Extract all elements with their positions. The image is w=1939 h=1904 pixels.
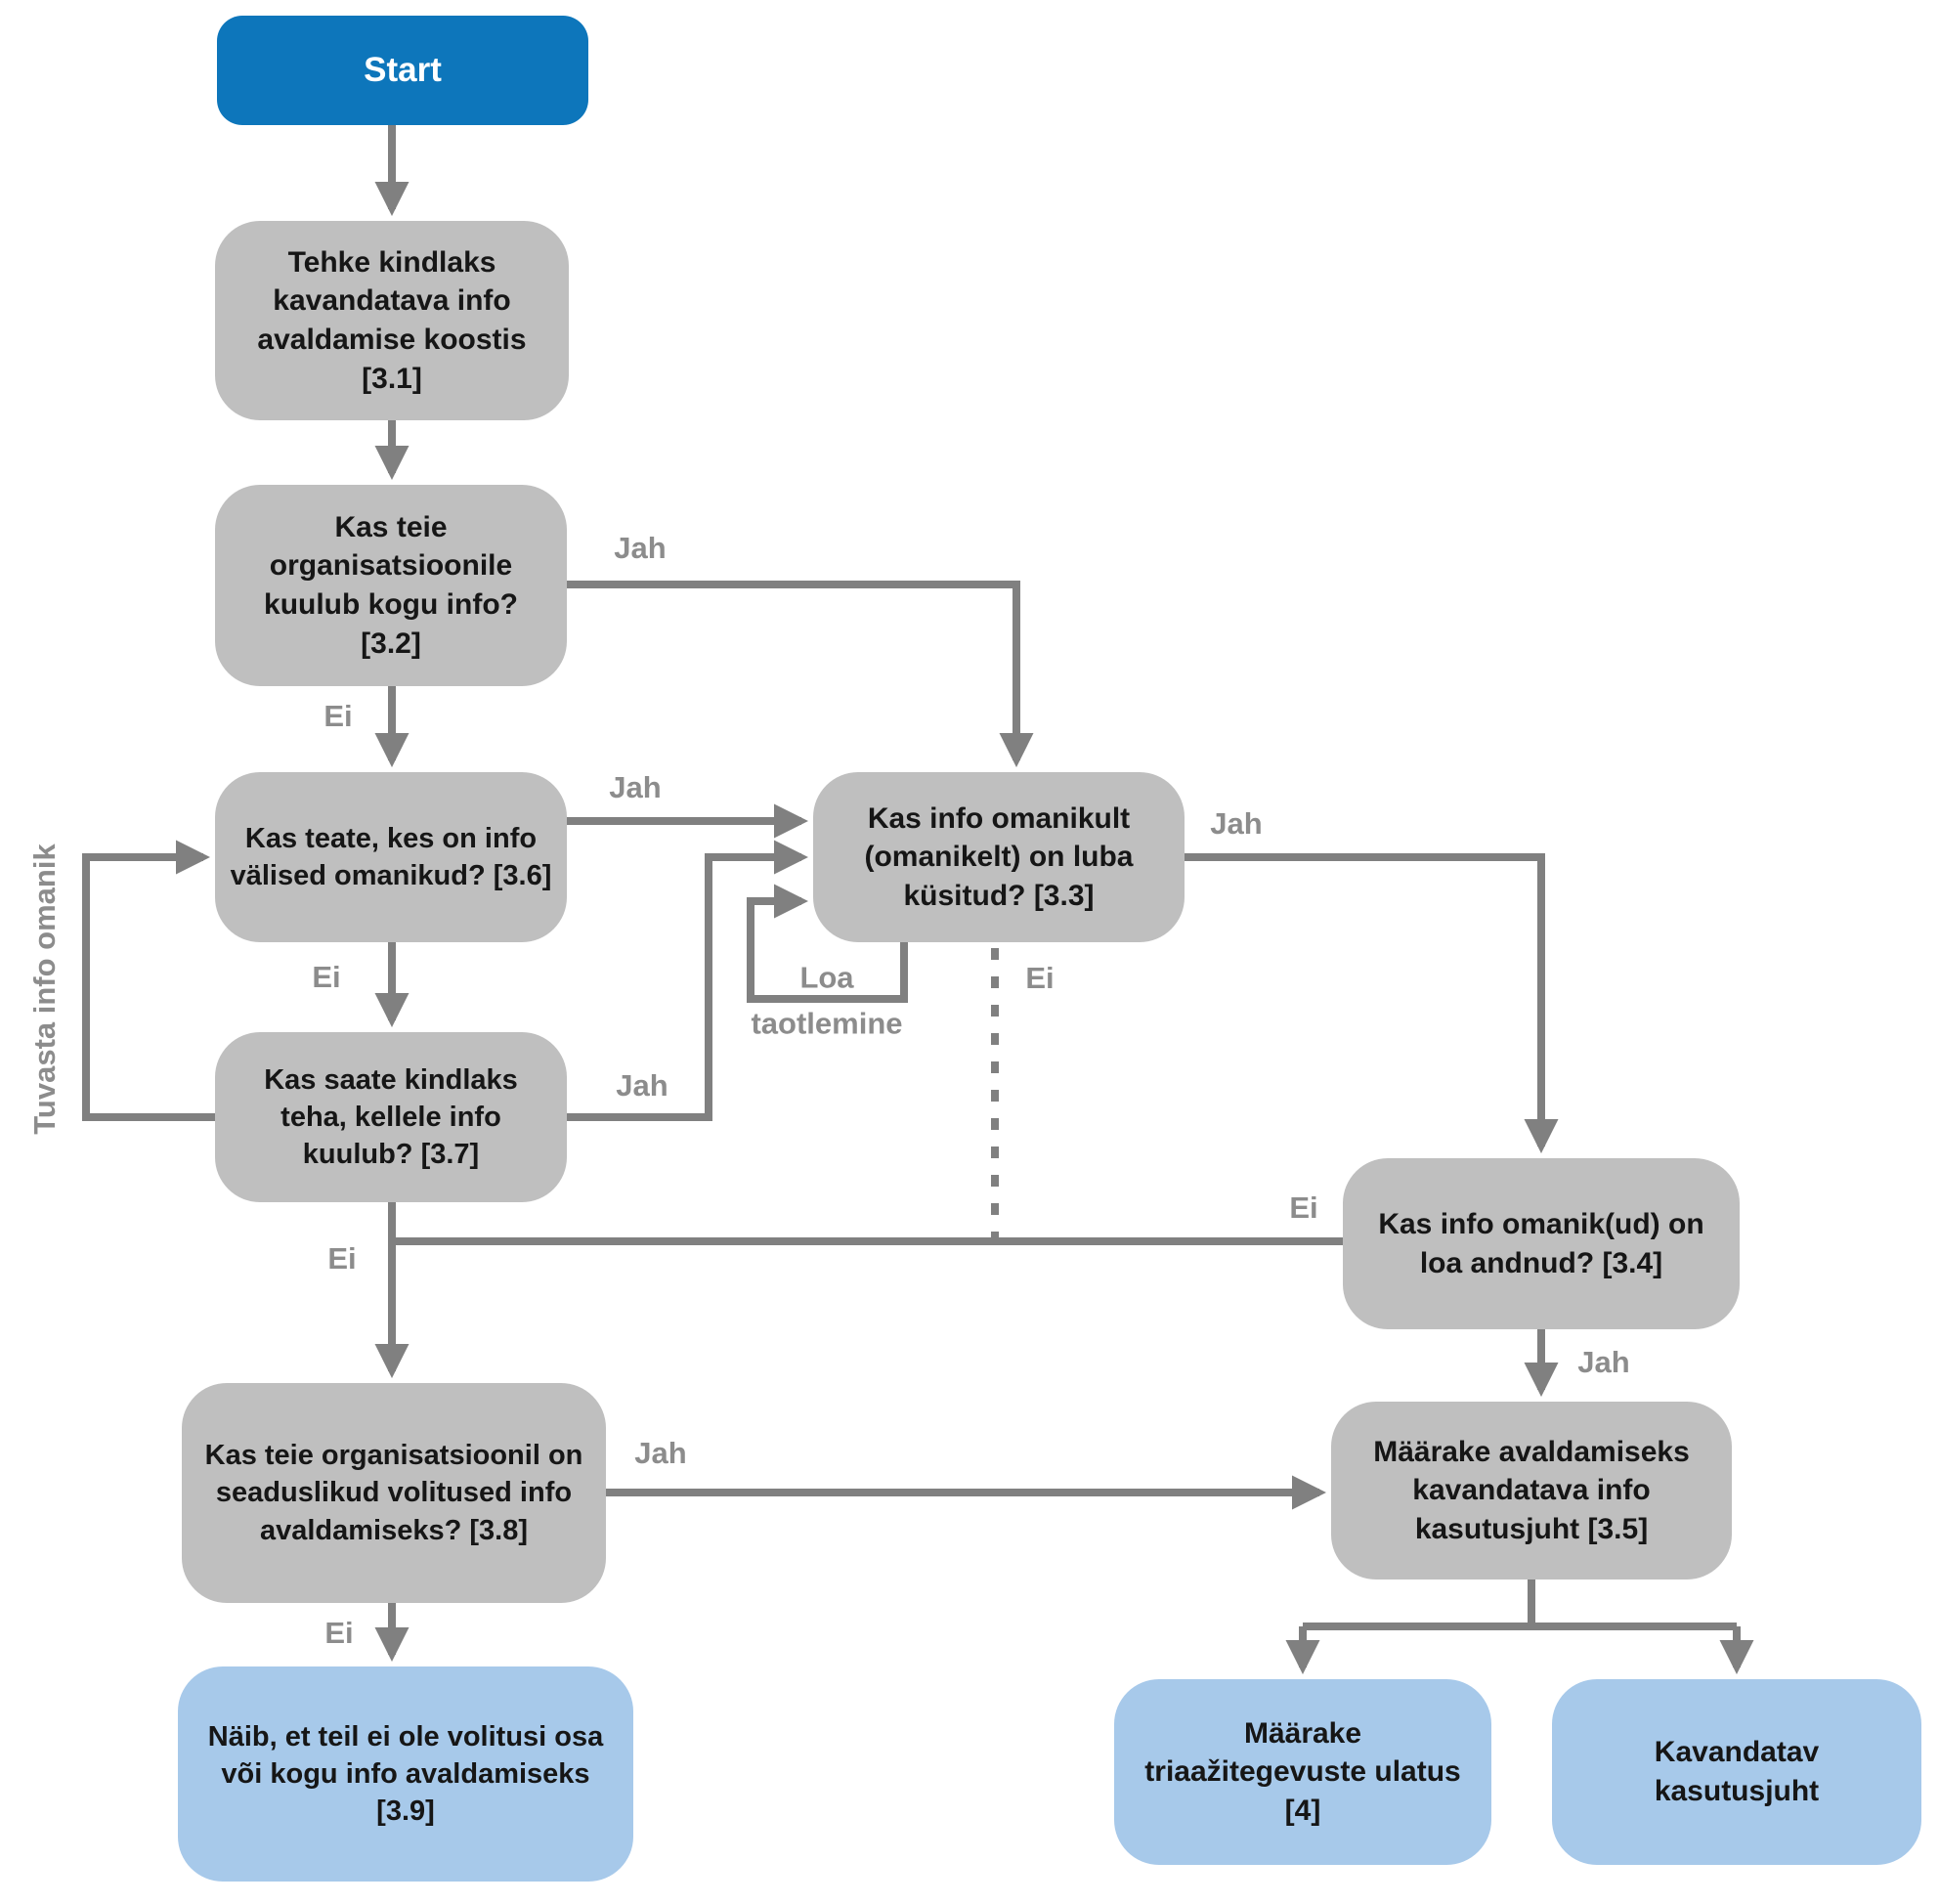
- node-3-2: Kas teie organisatsioonile kuulub kogu i…: [215, 485, 567, 686]
- edge-3-7-jah-to-3-3: [565, 840, 809, 1121]
- edge-label-jah-3-7: Jah: [616, 1067, 668, 1103]
- edge-label-jah-3-8: Jah: [634, 1435, 687, 1470]
- node-3-7: Kas saate kindlaks teha, kellele info ku…: [215, 1032, 567, 1202]
- edge-label-ei-3-6: Ei: [312, 959, 341, 994]
- node-kavandatav-kasutusjuht: Kavandatav kasutusjuht: [1552, 1679, 1921, 1865]
- node-3-1: Tehke kindlaks kavandatava info avaldami…: [215, 221, 569, 420]
- edge-label-ei-3-7: Ei: [327, 1240, 357, 1276]
- node-3-5: Määrake avaldamiseks kavandatava info ka…: [1331, 1402, 1732, 1579]
- node-3-4: Kas info omanik(ud) on loa andnud? [3.4]: [1343, 1158, 1740, 1329]
- edge-3-3-jah-to-3-4: [1185, 853, 1559, 1154]
- node-4: Määrake triaažitegevuste ulatus [4]: [1114, 1679, 1491, 1865]
- node-3-6: Kas teate, kes on info välised omanikud?…: [215, 772, 567, 942]
- edge-label-jah-3-2: Jah: [614, 530, 667, 565]
- node-3-9: Näib, et teil ei ole volitusi osa või ko…: [178, 1666, 633, 1882]
- edge-label-tuvasta-info-omanik: Tuvasta info omanik: [26, 844, 62, 1135]
- edge-label-ei-3-2: Ei: [323, 698, 353, 733]
- edge-label-ei-to-3-4: Ei: [1289, 1190, 1318, 1225]
- edge-label-ei-3-8: Ei: [324, 1615, 354, 1650]
- node-3-3: Kas info omanikult (omanikelt) on luba k…: [813, 772, 1185, 942]
- edge-3-2-jah-to-3-3: [565, 581, 1034, 768]
- edge-3-3-loa-loop: [747, 884, 908, 1003]
- edge-label-loa-taotlemine: Loa taotlemine: [751, 960, 903, 1041]
- edge-label-ei-3-3-dashed: Ei: [1025, 960, 1055, 995]
- edge-feedback-3-7-to-3-6: [82, 840, 217, 1121]
- node-start: Start: [217, 16, 588, 125]
- edge-label-jah-3-4: Jah: [1577, 1344, 1630, 1379]
- edge-label-jah-3-6: Jah: [609, 769, 662, 804]
- edge-label-jah-3-3: Jah: [1210, 805, 1263, 841]
- node-3-8: Kas teie organisatsioonil on seaduslikud…: [182, 1383, 606, 1603]
